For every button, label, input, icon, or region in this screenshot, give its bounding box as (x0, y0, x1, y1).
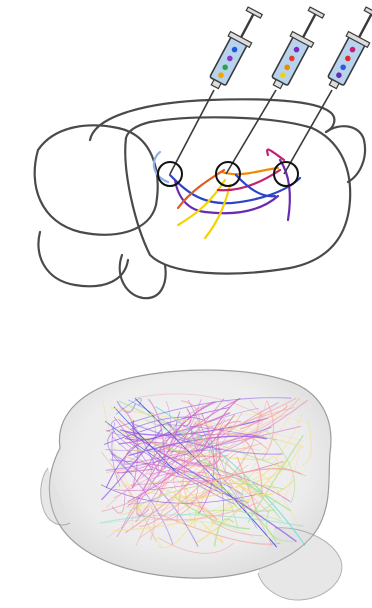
projection-rendering-svg (0, 318, 372, 608)
syringe-barrel (272, 37, 309, 86)
olfactory-bulb-shape (35, 125, 158, 234)
syringe-plunger (359, 14, 371, 37)
syringe-plunger-cap (308, 7, 324, 18)
axon-trace (236, 175, 275, 196)
projection-rendering-panel (0, 318, 372, 608)
syringe-barrel (328, 37, 365, 86)
injection-schematic-svg (0, 0, 372, 310)
needle (226, 90, 276, 174)
axon-trace (222, 168, 278, 174)
brainstem-lower-shape (38, 232, 128, 286)
syringe-plunger-cap (246, 7, 262, 18)
syringe-barrel (210, 37, 247, 86)
syringe (204, 5, 266, 92)
syringes (204, 5, 372, 92)
injection-schematic-panel (0, 0, 372, 310)
syringe (266, 5, 328, 92)
cortex-main-shape (125, 117, 350, 273)
cerebellum-shape (326, 126, 365, 182)
syringe-plunger (241, 14, 253, 37)
syringe-plunger (303, 14, 315, 37)
axon-trace (267, 150, 284, 160)
syringe (322, 5, 372, 92)
